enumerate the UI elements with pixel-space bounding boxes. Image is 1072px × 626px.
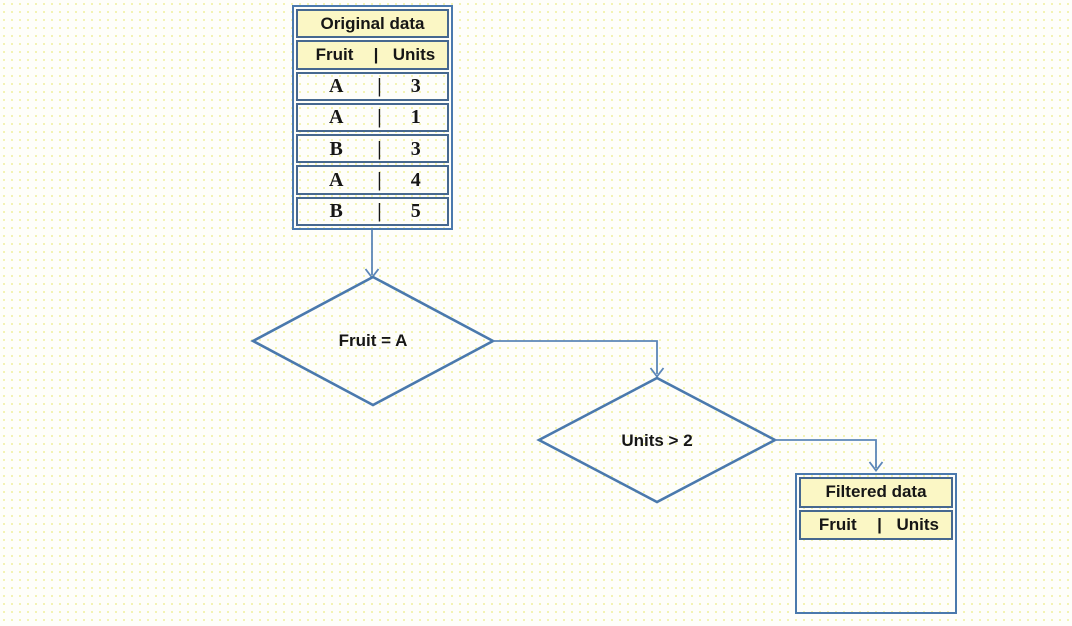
row-fruit-value: A — [329, 106, 344, 129]
decision-1-shape — [250, 275, 496, 407]
table-row: A | 4 — [296, 165, 449, 195]
original-table-column-header: Fruit | Units — [296, 40, 449, 70]
original-table-title-text: Original data — [320, 13, 425, 33]
table-row: A | 1 — [296, 102, 449, 133]
connector-decision2-to-filtered — [775, 439, 877, 468]
row-units-value: 1 — [410, 106, 421, 129]
decision-2-shape — [536, 376, 778, 504]
row-separator: | — [377, 75, 382, 98]
original-col-units: Units — [392, 44, 436, 64]
table-row: B | 5 — [296, 196, 449, 226]
filtered-col-units: Units — [896, 514, 940, 534]
filtered-table-title: Filtered data — [799, 477, 953, 508]
row-units-value: 5 — [410, 200, 421, 223]
row-fruit-value: A — [329, 75, 344, 98]
row-separator: | — [377, 106, 382, 129]
arrowhead-into-decision2 — [649, 367, 665, 378]
filtered-col-separator: | — [877, 514, 882, 534]
row-fruit-value: B — [329, 200, 343, 223]
filtered-col-fruit: Fruit — [818, 514, 857, 534]
original-col-fruit: Fruit — [315, 44, 354, 64]
table-row: B | 3 — [296, 134, 449, 164]
filtered-table-empty-area — [799, 542, 953, 610]
original-data-table: Original data Fruit | Units A | 3 A | 1 … — [292, 5, 453, 230]
row-fruit-value: B — [329, 137, 343, 160]
row-units-value: 3 — [410, 137, 421, 160]
row-units-value: 3 — [410, 75, 421, 98]
row-separator: | — [377, 200, 382, 223]
filtered-data-table: Filtered data Fruit | Units — [795, 473, 957, 614]
connector-decision1-to-decision2 — [493, 340, 658, 374]
arrowhead-into-filtered-table — [868, 461, 884, 472]
row-separator: | — [377, 169, 382, 192]
filtered-table-column-header: Fruit | Units — [799, 509, 953, 541]
row-fruit-value: A — [329, 169, 344, 192]
original-table-title: Original data — [296, 9, 449, 39]
table-row: A | 3 — [296, 71, 449, 101]
original-col-separator: | — [373, 44, 379, 64]
row-separator: | — [377, 137, 382, 160]
row-units-value: 4 — [410, 169, 421, 192]
decision-2-label: Units > 2 — [621, 431, 693, 450]
decision-1-label: Fruit = A — [338, 331, 408, 350]
filtered-table-title-text: Filtered data — [825, 482, 927, 502]
